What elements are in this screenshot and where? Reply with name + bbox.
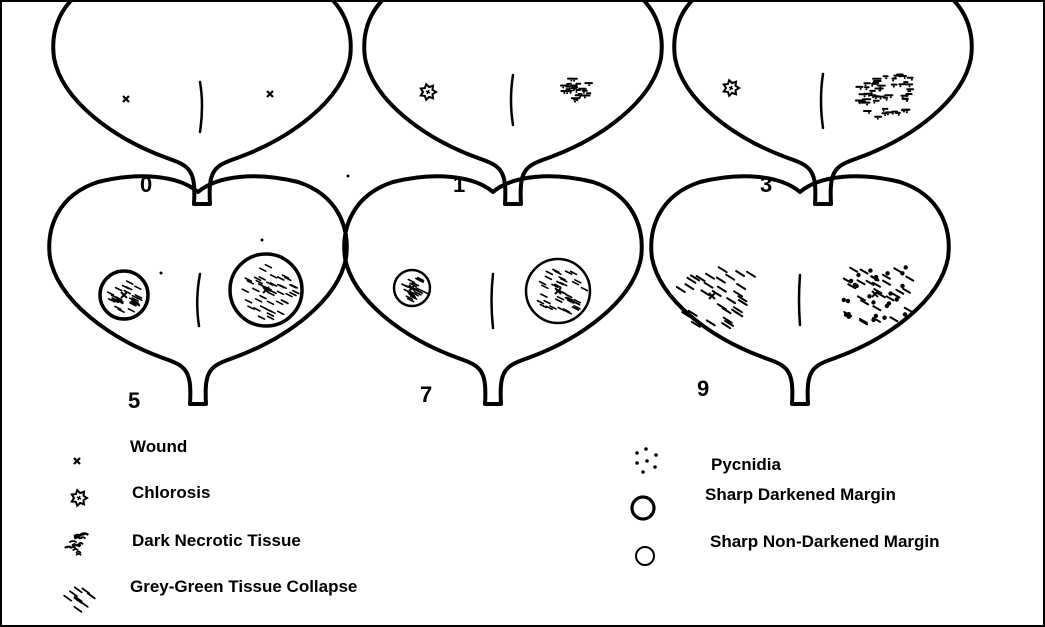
leaf-3-left-lesion	[724, 80, 739, 96]
legend-label-grey-green-tissue-collapse: Grey-Green Tissue Collapse	[130, 577, 357, 596]
legend-label-wound: Wound	[130, 437, 187, 456]
score-label-3: 3	[760, 172, 772, 197]
dark-necrotic-tissue-symbol	[65, 533, 88, 555]
score-label-5: 5	[128, 388, 140, 413]
sharp-darkened-margin-symbol	[632, 497, 654, 519]
leaf-0-left-lesion	[123, 96, 129, 102]
score-label-9: 9	[697, 376, 709, 401]
leaf-score-1	[364, 0, 661, 204]
legend-left: Wound Chlorosis Dark Necrotic Tissue Gre…	[64, 437, 357, 612]
leaf-score-5	[49, 176, 346, 404]
chlorosis-symbol	[72, 490, 87, 506]
score-label-0: 0	[140, 172, 152, 197]
legend-item-wound: Wound	[74, 437, 187, 464]
leaf-1-right-lesion	[561, 79, 592, 103]
legend-label-chlorosis: Chlorosis	[132, 483, 210, 502]
wound-symbol	[74, 458, 80, 464]
legend-item-pycnidia: Pycnidia	[635, 447, 781, 474]
score-label-7: 7	[420, 382, 432, 407]
stray-dot	[261, 239, 264, 242]
leaf-9-left-lesion	[677, 267, 755, 328]
leaf-7-left-lesion	[394, 270, 430, 306]
legend-label-dark-necrotic-tissue: Dark Necrotic Tissue	[132, 531, 301, 550]
leaf-score-3	[674, 0, 971, 204]
leaf-score-7	[344, 176, 641, 404]
legend-item-sharp-darkened-margin: Sharp Darkened Margin	[632, 485, 896, 519]
leaf-0-right-lesion	[267, 91, 273, 97]
leaf-9-right-lesion	[842, 265, 914, 324]
legend-item-chlorosis: Chlorosis	[72, 483, 211, 506]
leaf-1-left-lesion	[421, 84, 436, 100]
legend-label-pycnidia: Pycnidia	[711, 455, 781, 474]
legend-item-grey-green-tissue-collapse: Grey-Green Tissue Collapse	[64, 577, 357, 612]
legend-item-sharp-non-darkened-margin: Sharp Non-Darkened Margin	[636, 532, 940, 565]
leaf-5-left-lesion	[100, 271, 148, 319]
leaf-score-0	[53, 0, 350, 204]
legend-label-sharp-non-darkened-margin: Sharp Non-Darkened Margin	[710, 532, 940, 551]
stray-dot	[160, 272, 163, 275]
leaf-3-right-lesion	[856, 75, 913, 120]
sharp-non-darkened-margin-symbol	[636, 547, 654, 565]
pycnidia-symbol	[635, 447, 658, 474]
legend-right: Pycnidia Sharp Darkened Margin Sharp Non…	[632, 447, 940, 565]
legend-label-sharp-darkened-margin: Sharp Darkened Margin	[705, 485, 896, 504]
stray-dot	[347, 175, 350, 178]
leaf-5-right-lesion	[230, 254, 302, 326]
leaf-score-9	[651, 176, 948, 404]
grey-green-tissue-collapse-symbol	[64, 587, 95, 612]
legend-item-dark-necrotic-tissue: Dark Necrotic Tissue	[65, 531, 301, 555]
score-label-1: 1	[453, 172, 465, 197]
leaf-7-right-lesion	[526, 259, 590, 323]
